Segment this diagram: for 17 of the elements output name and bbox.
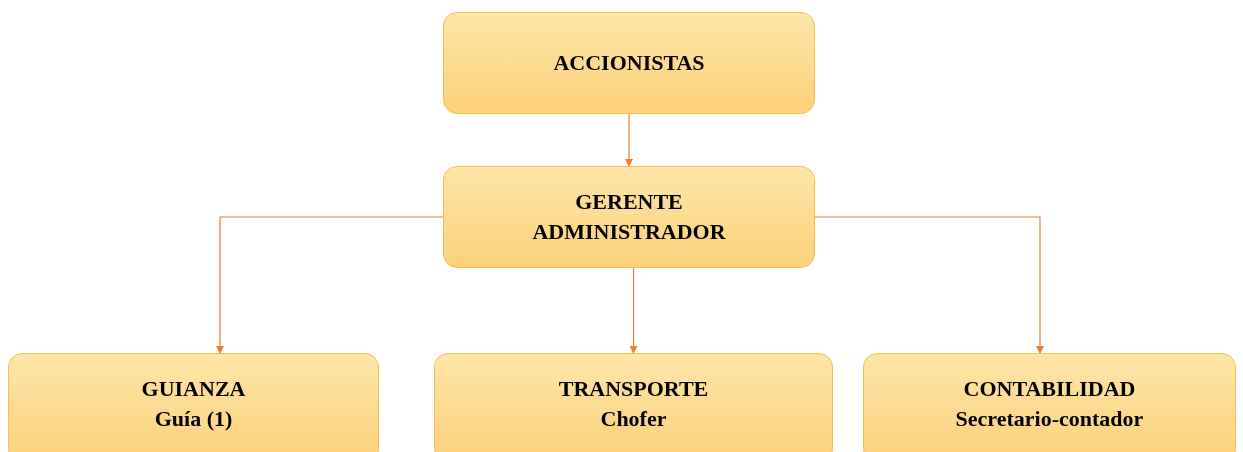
box-title: ACCIONISTAS [553, 49, 705, 77]
connector-arrow [629, 267, 638, 354]
box-title: CONTABILIDAD [963, 375, 1136, 403]
box-subtitle: Chofer [600, 405, 667, 433]
box-title: TRANSPORTE [558, 375, 709, 403]
box-title: GERENTE ADMINISTRADOR [531, 188, 727, 246]
box-subtitle: Guía (1) [154, 405, 233, 433]
org-box [863, 353, 1236, 452]
org-box [443, 12, 815, 114]
box-title: GUIANZA [141, 375, 246, 403]
box-subtitle: Secretario-contador [955, 405, 1144, 433]
connector-arrow [814, 216, 1044, 354]
org-box [8, 353, 379, 452]
connector-arrow [625, 113, 633, 167]
org-box [443, 166, 815, 268]
connector-arrow [216, 216, 444, 354]
org-box [434, 353, 833, 452]
